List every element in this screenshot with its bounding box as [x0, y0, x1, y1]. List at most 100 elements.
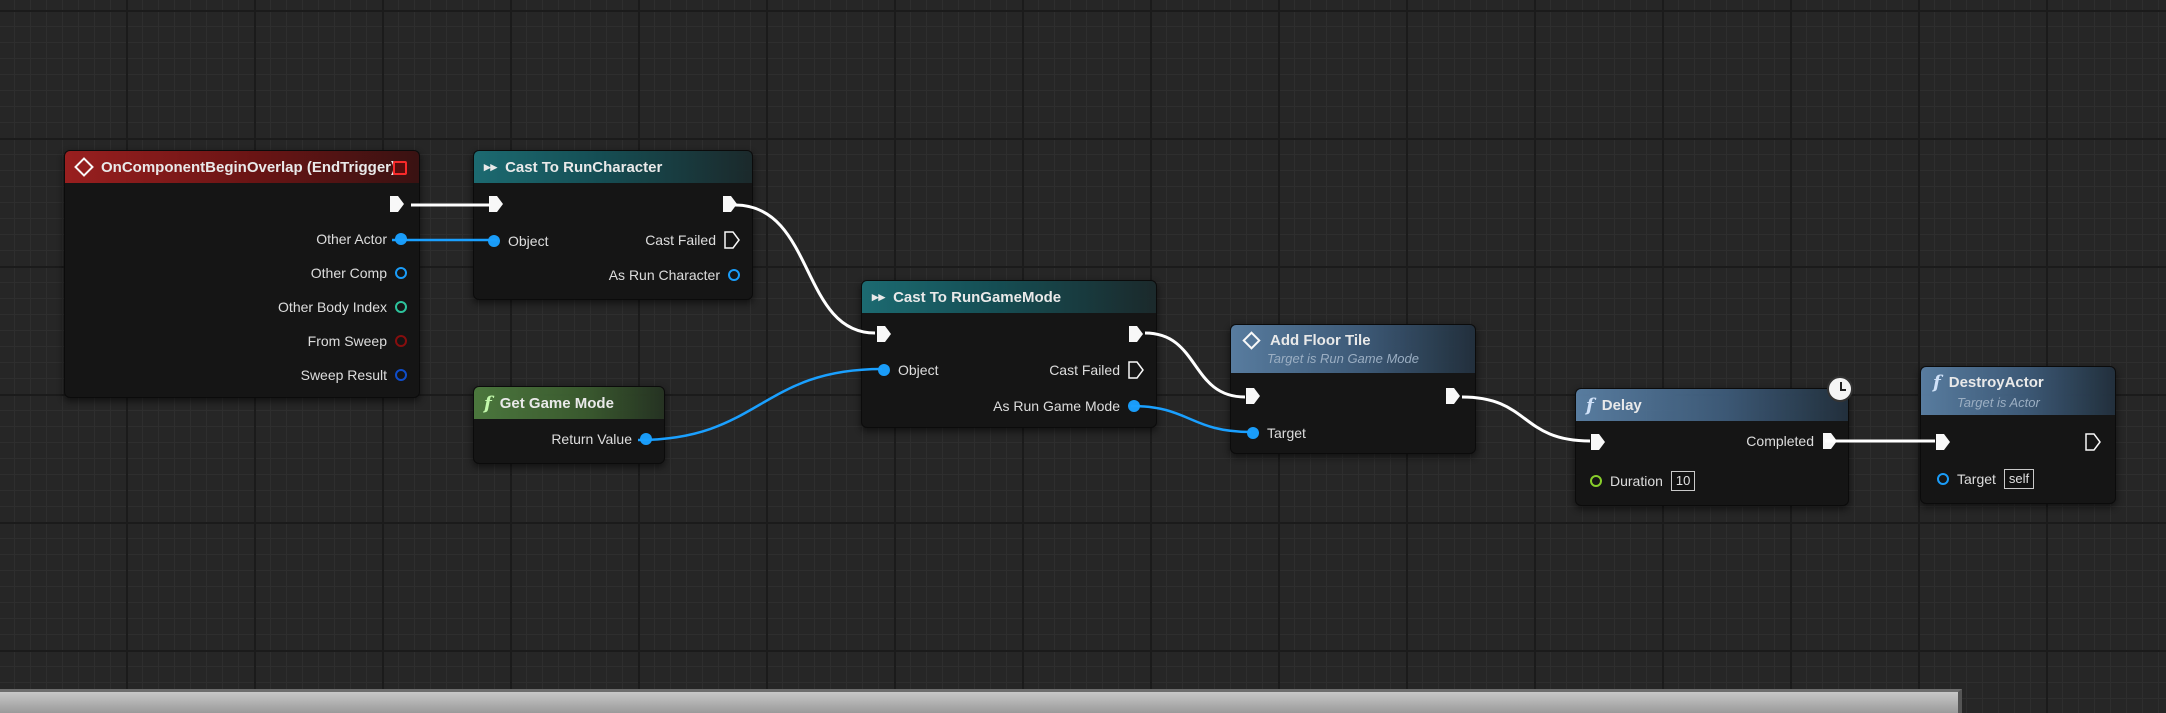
node-title: Cast To RunGameMode [893, 288, 1062, 306]
pin-other-actor[interactable]: Other Actor [316, 231, 407, 247]
node-title: DestroyActor [1948, 374, 2044, 391]
pin-exec-out[interactable] [2085, 433, 2101, 451]
pin-as-run-character[interactable]: As Run Character [609, 267, 740, 283]
exec-in-icon [1591, 434, 1605, 450]
duration-input[interactable]: 10 [1670, 471, 1696, 491]
pin-label: Other Body Index [278, 299, 387, 315]
boolean-pin-icon [395, 335, 407, 347]
exec-in-icon [1246, 388, 1260, 404]
function-f-icon: f [1586, 394, 1594, 416]
function-f-icon: f [484, 392, 492, 414]
function-f-icon: f [1933, 372, 1941, 393]
object-wire-return-value-to-object [637, 367, 883, 442]
exec-out-hollow-icon [2085, 433, 2101, 451]
exec-wire-add-floor-tile-to-delay [1461, 395, 1591, 443]
pin-label: Other Actor [316, 231, 387, 247]
pin-other-comp[interactable]: Other Comp [311, 265, 407, 281]
exec-in-icon [489, 196, 503, 212]
clock-icon [1827, 376, 1853, 402]
node-header: OnComponentBeginOverlap (EndTrigger) [65, 151, 419, 183]
pin-label: Duration [1610, 473, 1663, 489]
pin-exec-in[interactable] [876, 325, 892, 343]
pin-exec-in[interactable] [1590, 433, 1606, 451]
close-event-icon[interactable] [393, 161, 407, 175]
exec-out-icon [1823, 433, 1837, 449]
node-delay[interactable]: f Delay Completed Duration 10 [1575, 388, 1849, 506]
pin-label: As Run Character [608, 267, 720, 283]
node-header: f Delay [1576, 389, 1848, 421]
object-pin-icon [488, 235, 500, 247]
node-on-component-begin-overlap[interactable]: OnComponentBeginOverlap (EndTrigger) Oth… [64, 150, 420, 398]
bottom-panel [0, 689, 1962, 713]
node-header: ▸▸ Cast To RunCharacter [474, 151, 752, 183]
pin-label: Target [1267, 425, 1306, 441]
pin-sweep-result[interactable]: Sweep Result [301, 367, 407, 383]
pin-label: Other Comp [310, 265, 387, 281]
node-title: Cast To RunCharacter [505, 158, 663, 176]
pin-label: Completed [1746, 433, 1814, 449]
node-get-game-mode[interactable]: f Get Game Mode Return Value [473, 386, 665, 464]
pin-exec-out[interactable] [389, 195, 405, 213]
struct-pin-icon [395, 369, 407, 381]
pin-label: Object [898, 362, 939, 378]
exec-in-icon [877, 326, 891, 342]
pin-object[interactable]: Object [488, 233, 548, 249]
node-cast-to-run-character[interactable]: ▸▸ Cast To RunCharacter Object Cast Fail… [473, 150, 753, 300]
object-pin-icon [640, 433, 652, 445]
pin-cast-failed[interactable]: Cast Failed [1049, 361, 1144, 379]
pin-label: Return Value [551, 431, 632, 447]
node-title: Add Floor Tile [1270, 332, 1371, 349]
node-header: ▸▸ Cast To RunGameMode [862, 281, 1156, 313]
pin-target[interactable]: Target self [1937, 469, 2035, 489]
pin-label: Cast Failed [1049, 362, 1120, 378]
exec-in-icon [1936, 434, 1950, 450]
pin-label: Sweep Result [300, 367, 387, 383]
node-add-floor-tile[interactable]: Add Floor Tile Target is Run Game Mode T… [1230, 324, 1476, 454]
exec-out-icon [723, 196, 737, 212]
pin-exec-in[interactable] [1245, 387, 1261, 405]
object-pin-icon [878, 364, 890, 376]
exec-out-icon [1446, 388, 1460, 404]
object-pin-icon [1937, 473, 1949, 485]
pin-completed[interactable]: Completed [1746, 432, 1838, 450]
pin-from-sweep[interactable]: From Sweep [308, 333, 407, 349]
pin-exec-in[interactable] [488, 195, 504, 213]
node-subtitle: Target is Actor [1957, 395, 2040, 410]
pin-cast-failed[interactable]: Cast Failed [645, 231, 740, 249]
pin-label: Target [1957, 471, 1996, 487]
node-header: f DestroyActor Target is Actor [1921, 367, 2115, 415]
node-title: Get Game Mode [499, 394, 614, 412]
event-diamond-icon [74, 157, 94, 177]
exec-out-icon [390, 196, 404, 212]
pin-other-body-index[interactable]: Other Body Index [278, 299, 407, 315]
exec-wire-cast-character-to-cast-gamemode [734, 203, 876, 335]
pin-label: From Sweep [307, 333, 387, 349]
node-title: Delay [1601, 396, 1642, 414]
integer-pin-icon [395, 301, 407, 313]
pin-exec-out[interactable] [1128, 325, 1144, 343]
node-destroy-actor[interactable]: f DestroyActor Target is Actor Target se… [1920, 366, 2116, 504]
node-header: Add Floor Tile Target is Run Game Mode [1231, 325, 1475, 373]
exec-out-hollow-icon [724, 231, 740, 249]
event-diamond-icon [1242, 331, 1261, 350]
pin-label: As Run Game Mode [993, 398, 1120, 414]
pin-duration[interactable]: Duration 10 [1590, 471, 1696, 491]
object-pin-icon [728, 269, 740, 281]
node-cast-to-run-game-mode[interactable]: ▸▸ Cast To RunGameMode Object Cast Faile… [861, 280, 1157, 428]
pin-exec-out[interactable] [1445, 387, 1461, 405]
object-pin-icon [395, 233, 407, 245]
object-pin-icon [1247, 427, 1259, 439]
cast-arrow-icon: ▸▸ [872, 289, 886, 304]
object-pin-icon [1128, 400, 1140, 412]
pin-exec-out[interactable] [722, 195, 738, 213]
target-input[interactable]: self [2003, 469, 2035, 489]
pin-target[interactable]: Target [1247, 425, 1306, 441]
pin-as-run-game-mode[interactable]: As Run Game Mode [993, 398, 1140, 414]
exec-out-icon [1129, 326, 1143, 342]
pin-exec-in[interactable] [1935, 433, 1951, 451]
pin-return-value[interactable]: Return Value [551, 431, 652, 447]
float-pin-icon [1590, 475, 1602, 487]
pin-object[interactable]: Object [878, 362, 938, 378]
node-header: f Get Game Mode [474, 387, 664, 419]
pin-label: Object [508, 233, 549, 249]
